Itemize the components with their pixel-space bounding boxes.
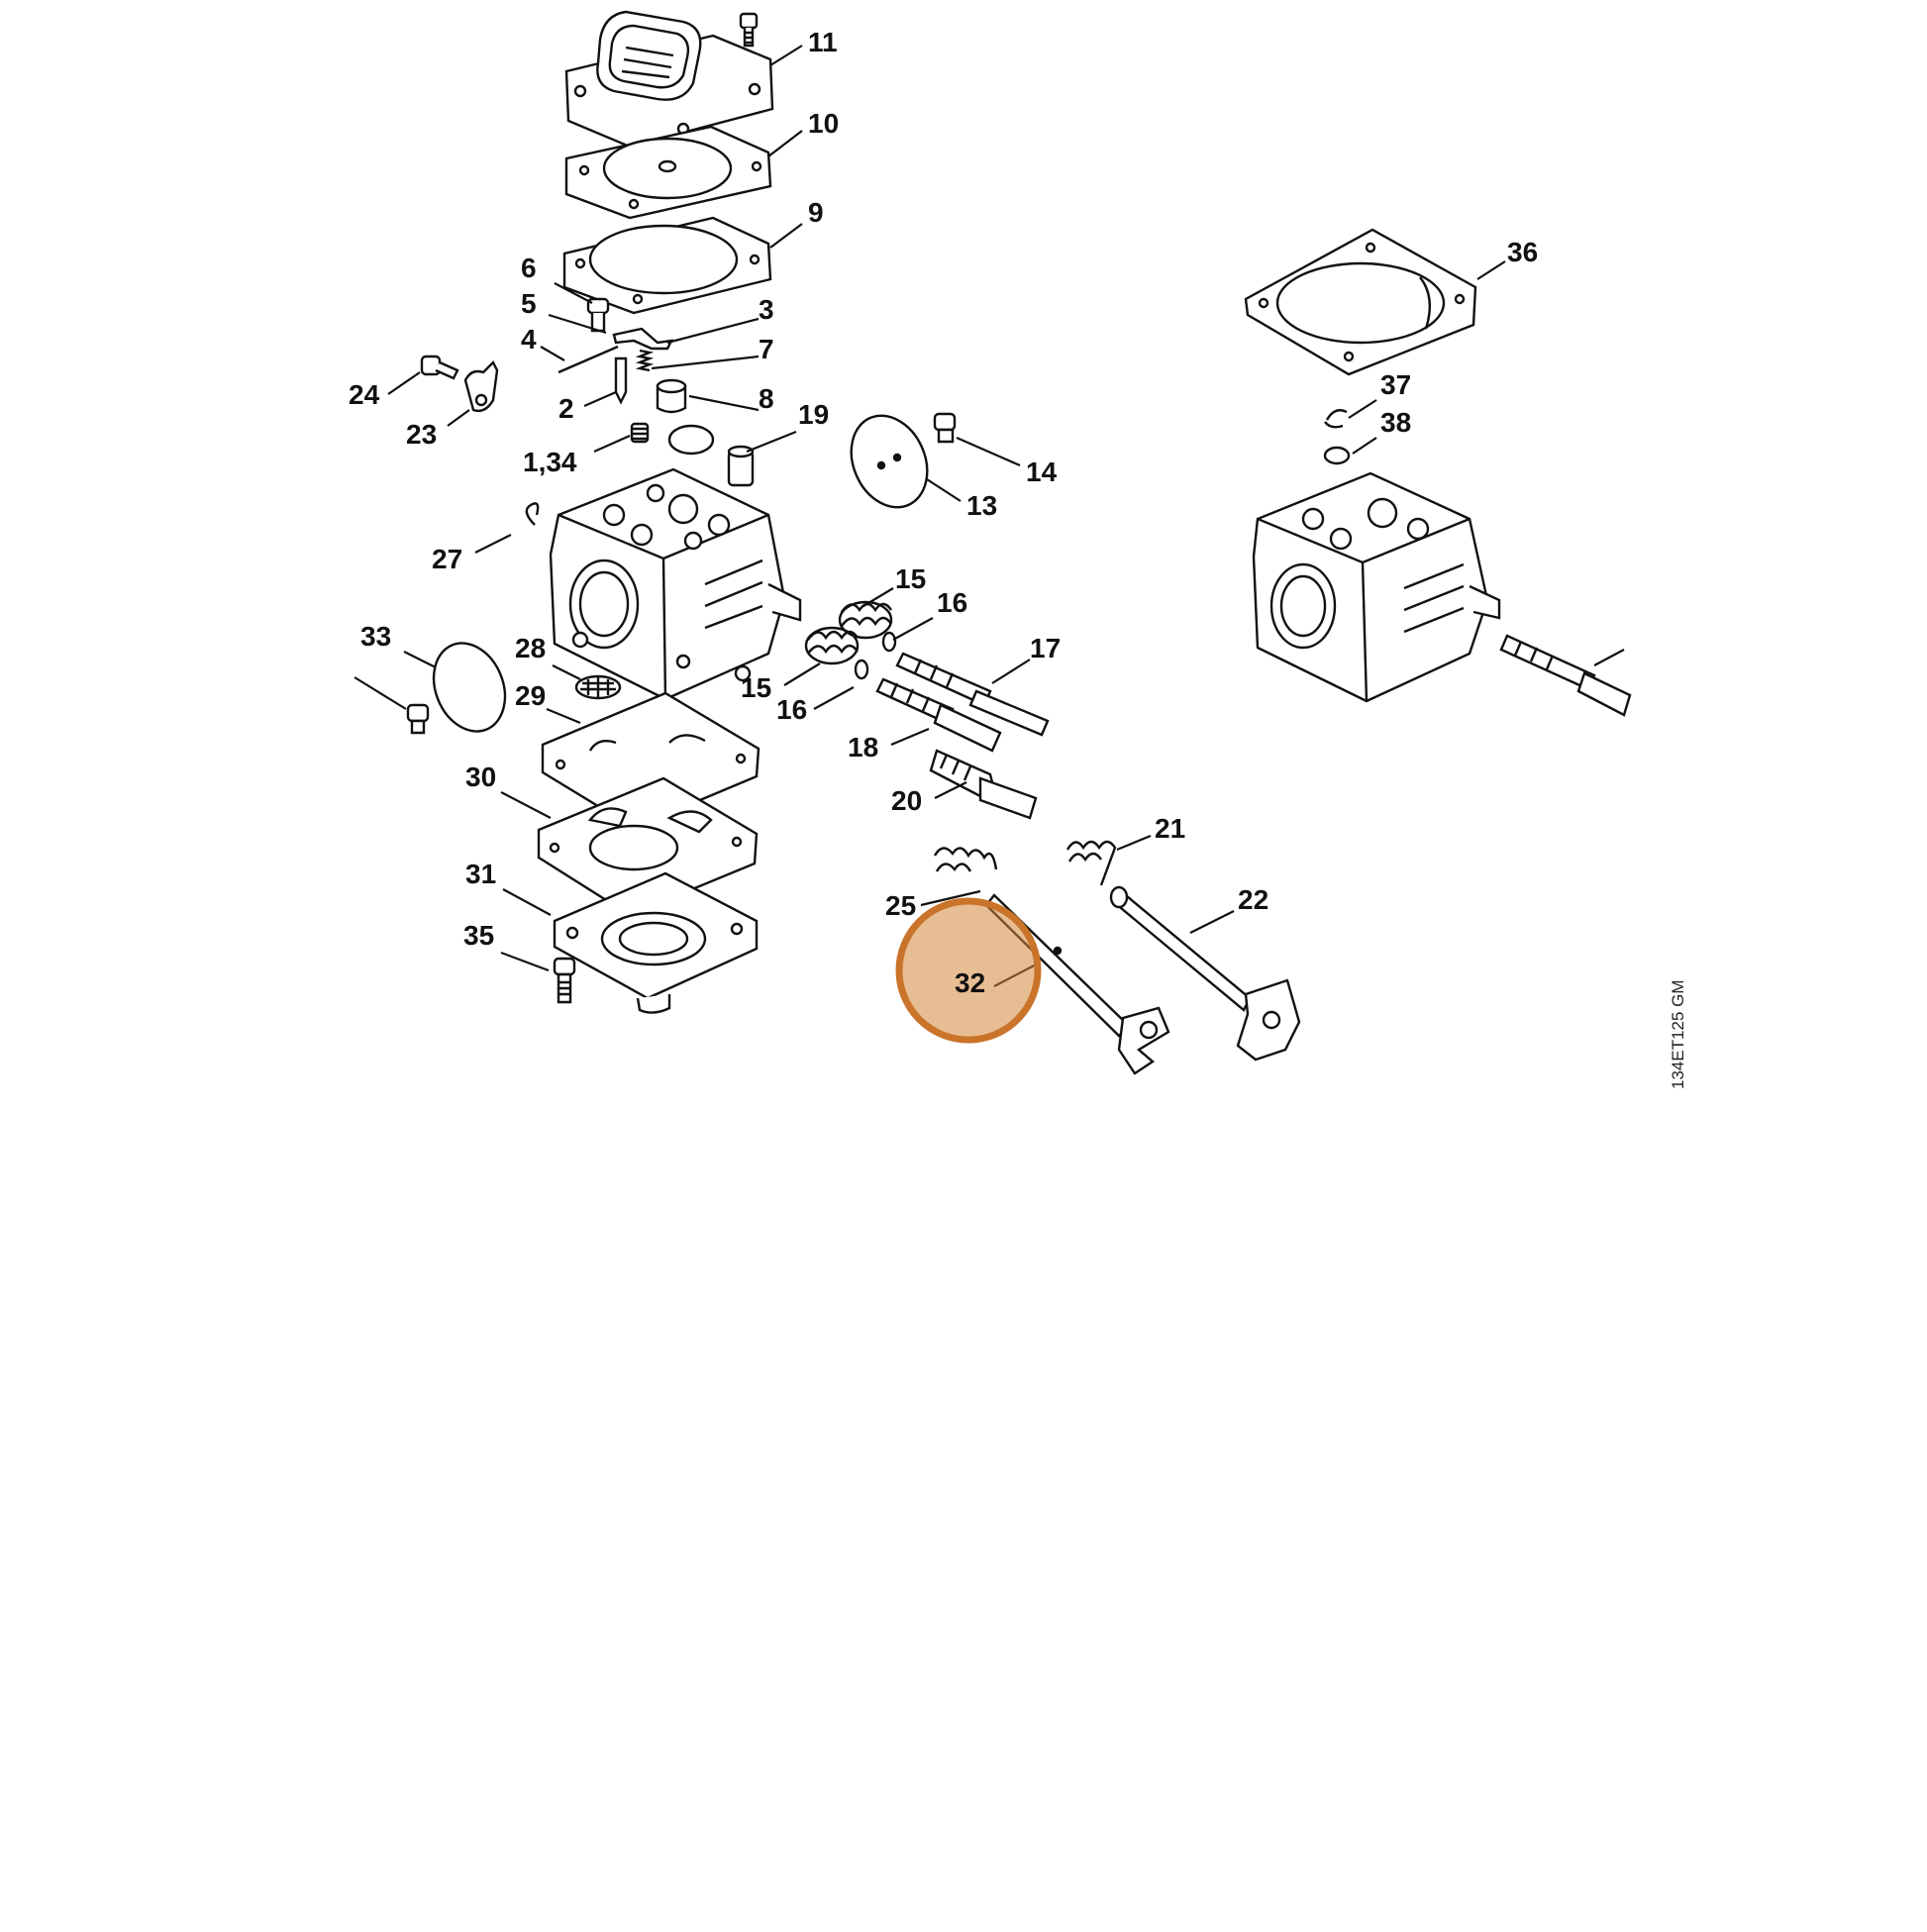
callout-15-upper: 15	[895, 563, 926, 594]
callout-2: 2	[558, 393, 574, 424]
part-8-plug	[667, 424, 715, 456]
callout-28: 28	[515, 633, 546, 663]
callout-36: 37	[1380, 369, 1411, 400]
callout-3: 3	[759, 294, 774, 325]
callout-20: 20	[891, 785, 922, 816]
part-17-adjusting-screw	[895, 652, 1050, 737]
part-19-pin	[727, 445, 755, 487]
callout-10: 10	[808, 108, 839, 139]
callout-35: 36	[1507, 237, 1538, 267]
part-14-screw-upper	[933, 412, 957, 444]
part-9-gasket	[562, 216, 772, 315]
part-4-pin	[558, 345, 619, 374]
part-15-spring-lower	[804, 626, 860, 665]
part-18-adjusting-screw	[875, 677, 1002, 753]
part-3-lever	[612, 327, 674, 351]
callout-16-lower: 16	[776, 694, 807, 725]
part-24-screw	[420, 355, 459, 380]
highlight-marker	[895, 897, 1042, 1044]
part-2-inlet-needle	[614, 356, 628, 405]
callout-8: 8	[759, 383, 774, 414]
part-30-gasket	[537, 776, 759, 917]
callout-11: 11	[808, 27, 838, 57]
part-28-strainer	[574, 674, 622, 700]
callout-22: 22	[1238, 884, 1268, 915]
callout-6: 6	[521, 253, 537, 283]
callout-25: 25	[885, 890, 916, 921]
callout-4: 4	[521, 324, 537, 355]
callout-33: 33	[360, 621, 391, 652]
callout-31: 31	[465, 859, 496, 889]
part-33-choke-shutter	[432, 642, 507, 733]
callout-30: 30	[465, 762, 496, 792]
callout-5: 5	[521, 288, 537, 319]
callout-32: 35	[463, 920, 494, 951]
part-27-circlip	[525, 502, 540, 526]
part-8-cap	[656, 378, 687, 414]
callout-9: 9	[808, 197, 824, 228]
callout-labels: 11 10 9 6 5 4 3 7 2 8 1,34 19 24 23 14 1…	[349, 27, 1538, 998]
callout-17: 17	[1030, 633, 1061, 663]
callout-26: 32	[955, 967, 985, 998]
part-20-idle-screw	[929, 749, 1038, 820]
callout-18: 18	[848, 732, 878, 763]
part-37-o-ring	[1323, 446, 1351, 465]
part-23-bracket	[463, 359, 499, 413]
callout-21: 21	[1155, 813, 1185, 844]
callout-19: 19	[798, 399, 829, 430]
part-38-adjusting-screw	[1499, 634, 1632, 717]
part-35-gasket	[1244, 228, 1477, 376]
callout-15-lower: 15	[741, 672, 771, 703]
part-6-screw	[586, 297, 610, 333]
part-14-screw-lower	[406, 703, 430, 735]
part-1-34-jet	[630, 422, 650, 444]
part-25-spring	[933, 847, 998, 872]
part-32-screw	[553, 957, 576, 1004]
callout-1-34: 1,34	[523, 447, 577, 477]
callout-13: 13	[966, 490, 997, 521]
carburetor-body	[549, 467, 802, 701]
callout-37: 38	[1380, 407, 1411, 438]
callout-16-upper: 16	[937, 587, 967, 618]
callout-29: 29	[515, 680, 546, 711]
part-10-pump-diaphragm	[564, 125, 772, 220]
leader-lines	[354, 45, 1625, 987]
part-11-cover	[564, 10, 774, 149]
part-22-throttle-shaft	[1109, 885, 1301, 1062]
part-12-screw	[739, 12, 759, 48]
part-16-o-ring-lower	[854, 659, 869, 680]
drawing-code: 134ET125 GM	[1669, 979, 1687, 1089]
part-31-end-cover	[553, 871, 759, 1014]
callout-27: 27	[432, 544, 462, 574]
callout-7: 7	[759, 334, 774, 364]
callout-24: 24	[349, 379, 380, 410]
part-36-ring	[1324, 409, 1348, 429]
callout-14-upper: 14	[1026, 457, 1058, 487]
carburetor-body-variant	[1252, 471, 1501, 703]
part-16-o-ring-upper	[881, 631, 897, 653]
part-29-gasket	[541, 691, 761, 830]
part-13-throttle-shutter	[850, 414, 929, 509]
part-7-spring	[635, 349, 655, 372]
part-21-spring	[1065, 840, 1117, 886]
callout-23: 23	[406, 419, 437, 450]
